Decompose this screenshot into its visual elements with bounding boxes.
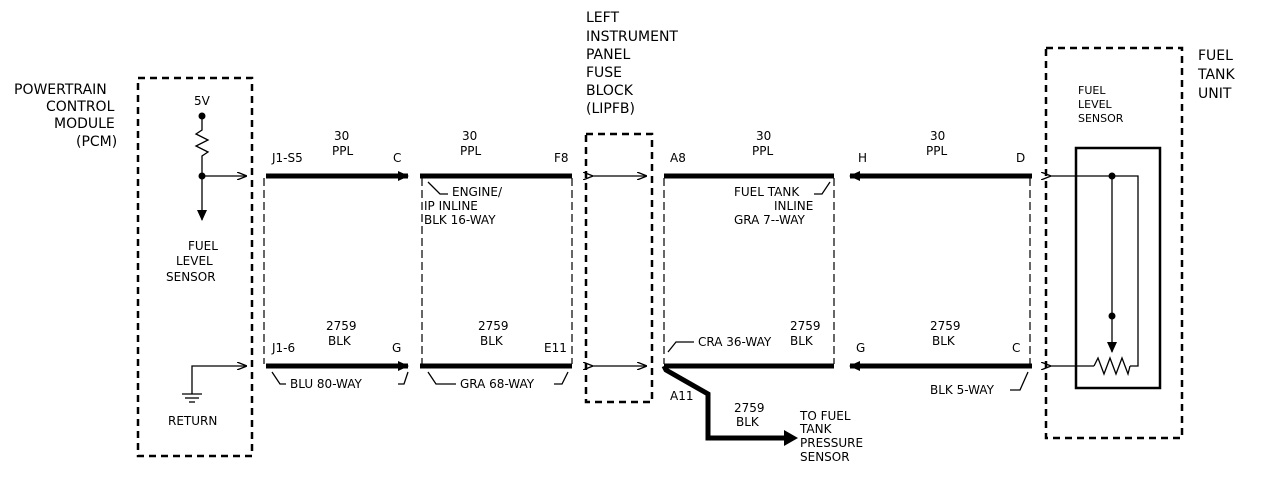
pin-e11: E11 bbox=[544, 341, 567, 355]
svg-text:POWERTRAIN: POWERTRAIN bbox=[14, 82, 107, 98]
wire-branch-gauge: 2759 bbox=[734, 401, 765, 415]
blu80-label: BLU 80-WAY bbox=[290, 377, 363, 391]
branch-destination-label: TO FUEL TANK PRESSURE SENSOR bbox=[799, 409, 863, 464]
svg-text:TO FUEL: TO FUEL bbox=[799, 409, 851, 423]
svg-text:BLOCK: BLOCK bbox=[586, 83, 634, 99]
wire-bottom-seg3-gauge: 2759 bbox=[790, 319, 821, 333]
wire-top-seg2-color: PPL bbox=[460, 144, 481, 158]
pin-f8: F8 bbox=[554, 151, 569, 165]
ground-icon bbox=[182, 393, 202, 403]
engine-ip-leader bbox=[427, 181, 448, 195]
fuel-tank-inline-leader bbox=[814, 181, 831, 195]
wire-bottom-seg1-gauge: 2759 bbox=[326, 319, 357, 333]
svg-text:TANK: TANK bbox=[1197, 67, 1236, 83]
wire-branch-color: BLK bbox=[736, 415, 760, 429]
sensor-resistor bbox=[1093, 356, 1131, 377]
pcm-label: POWERTRAIN CONTROL MODULE (PCM) bbox=[14, 82, 117, 150]
return-label: RETURN bbox=[168, 414, 217, 428]
wire-top-seg3-gauge: 30 bbox=[756, 129, 771, 143]
pin-a8: A8 bbox=[670, 151, 686, 165]
fuel-tank-unit-box bbox=[1044, 46, 1184, 440]
svg-text:UNIT: UNIT bbox=[1198, 86, 1232, 102]
wire-bottom-seg4-gauge: 2759 bbox=[930, 319, 961, 333]
return-line bbox=[191, 365, 246, 394]
svg-text:SENSOR: SENSOR bbox=[800, 450, 850, 464]
wire-branch bbox=[661, 364, 790, 441]
pin-c-bottom: C bbox=[1012, 341, 1020, 355]
wire-top-seg4-gauge: 30 bbox=[930, 129, 945, 143]
pin-a11: A11 bbox=[670, 389, 693, 403]
svg-text:MODULE: MODULE bbox=[54, 116, 115, 132]
wire-bottom-seg1-color: BLK bbox=[328, 334, 352, 348]
fuel-tank-unit-label: FUEL TANK UNIT bbox=[1197, 48, 1236, 102]
wire-bottom-seg3-color: BLK bbox=[790, 334, 814, 348]
svg-text:IP INLINE: IP INLINE bbox=[424, 199, 478, 213]
pullup-resistor bbox=[194, 116, 210, 176]
pin-h: H bbox=[858, 151, 867, 165]
wire-bottom-seg2-gauge: 2759 bbox=[478, 319, 509, 333]
gra68-label: GRA 68-WAY bbox=[460, 377, 535, 391]
wiper-node bbox=[1108, 312, 1116, 320]
svg-text:GRA 7--WAY: GRA 7--WAY bbox=[734, 213, 805, 227]
wire-top-seg4-color: PPL bbox=[926, 144, 947, 158]
svg-text:FUEL: FUEL bbox=[1078, 84, 1106, 97]
wire-top-seg1-gauge: 30 bbox=[334, 129, 349, 143]
svg-text:LEVEL: LEVEL bbox=[176, 254, 213, 268]
lipfb-label: LEFT INSTRUMENT PANEL FUSE BLOCK (LIPFB) bbox=[586, 10, 678, 117]
svg-text:FUEL TANK: FUEL TANK bbox=[734, 185, 800, 199]
blu80-leader bbox=[271, 371, 286, 385]
pin-j1-s5: J1-S5 bbox=[271, 151, 303, 165]
gra36-label: CRA 36-WAY bbox=[698, 335, 772, 349]
pin-c-top: C bbox=[393, 151, 401, 165]
pcm-5v-label: 5V bbox=[194, 94, 211, 108]
svg-text:TANK: TANK bbox=[799, 422, 833, 436]
svg-text:(PCM): (PCM) bbox=[76, 134, 117, 150]
svg-text:PRESSURE: PRESSURE bbox=[800, 436, 863, 450]
svg-text:FUEL: FUEL bbox=[1198, 48, 1233, 64]
svg-text:CONTROL: CONTROL bbox=[46, 99, 115, 115]
wire-top-seg1-color: PPL bbox=[332, 144, 353, 158]
svg-text:LEVEL: LEVEL bbox=[1078, 98, 1113, 111]
svg-text:FUEL: FUEL bbox=[188, 239, 218, 253]
fuel-tank-inline-connector-label: FUEL TANK INLINE GRA 7--WAY bbox=[734, 185, 813, 227]
wire-top-seg2-gauge: 30 bbox=[462, 129, 477, 143]
pin-g2-bottom: G bbox=[856, 341, 865, 355]
blk5-label: BLK 5-WAY bbox=[930, 383, 995, 397]
sensor-loop bbox=[1112, 175, 1139, 367]
svg-text:SENSOR: SENSOR bbox=[166, 270, 216, 284]
wire-bottom-seg2-color: BLK bbox=[480, 334, 504, 348]
svg-text:SENSOR: SENSOR bbox=[1078, 112, 1124, 125]
gra68-leader-right bbox=[554, 371, 569, 385]
engine-ip-connector-label: ENGINE/ IP INLINE BLK 16-WAY bbox=[424, 185, 503, 227]
svg-text:FUSE: FUSE bbox=[586, 65, 622, 81]
gra36-leader bbox=[667, 341, 694, 353]
svg-text:LEFT: LEFT bbox=[586, 10, 619, 26]
fuel-level-sensor-box bbox=[1074, 146, 1162, 390]
svg-text:BLK 16-WAY: BLK 16-WAY bbox=[424, 213, 496, 227]
svg-text:INLINE: INLINE bbox=[774, 199, 813, 213]
pcm-box bbox=[136, 76, 254, 458]
pcm-fuel-level-sensor-label: FUEL LEVEL SENSOR bbox=[166, 239, 218, 284]
wire-top-seg3-color: PPL bbox=[752, 144, 773, 158]
blk5-leader bbox=[1010, 371, 1029, 391]
svg-text:PANEL: PANEL bbox=[586, 47, 630, 63]
wire-bottom-seg4-color: BLK bbox=[932, 334, 956, 348]
gra68-leader bbox=[427, 371, 456, 385]
pin-d: D bbox=[1016, 151, 1025, 165]
blu80-leader-right bbox=[398, 371, 409, 385]
pin-j1-6: J1-6 bbox=[271, 341, 295, 355]
svg-text:(LIPFB): (LIPFB) bbox=[586, 101, 635, 117]
fuel-level-sensor-label: FUEL LEVEL SENSOR bbox=[1078, 84, 1124, 125]
lipfb-box bbox=[584, 132, 654, 404]
branch-arrow bbox=[784, 430, 798, 446]
pin-g-bottom: G bbox=[392, 341, 401, 355]
svg-text:ENGINE/: ENGINE/ bbox=[452, 185, 503, 199]
svg-text:INSTRUMENT: INSTRUMENT bbox=[586, 29, 678, 45]
